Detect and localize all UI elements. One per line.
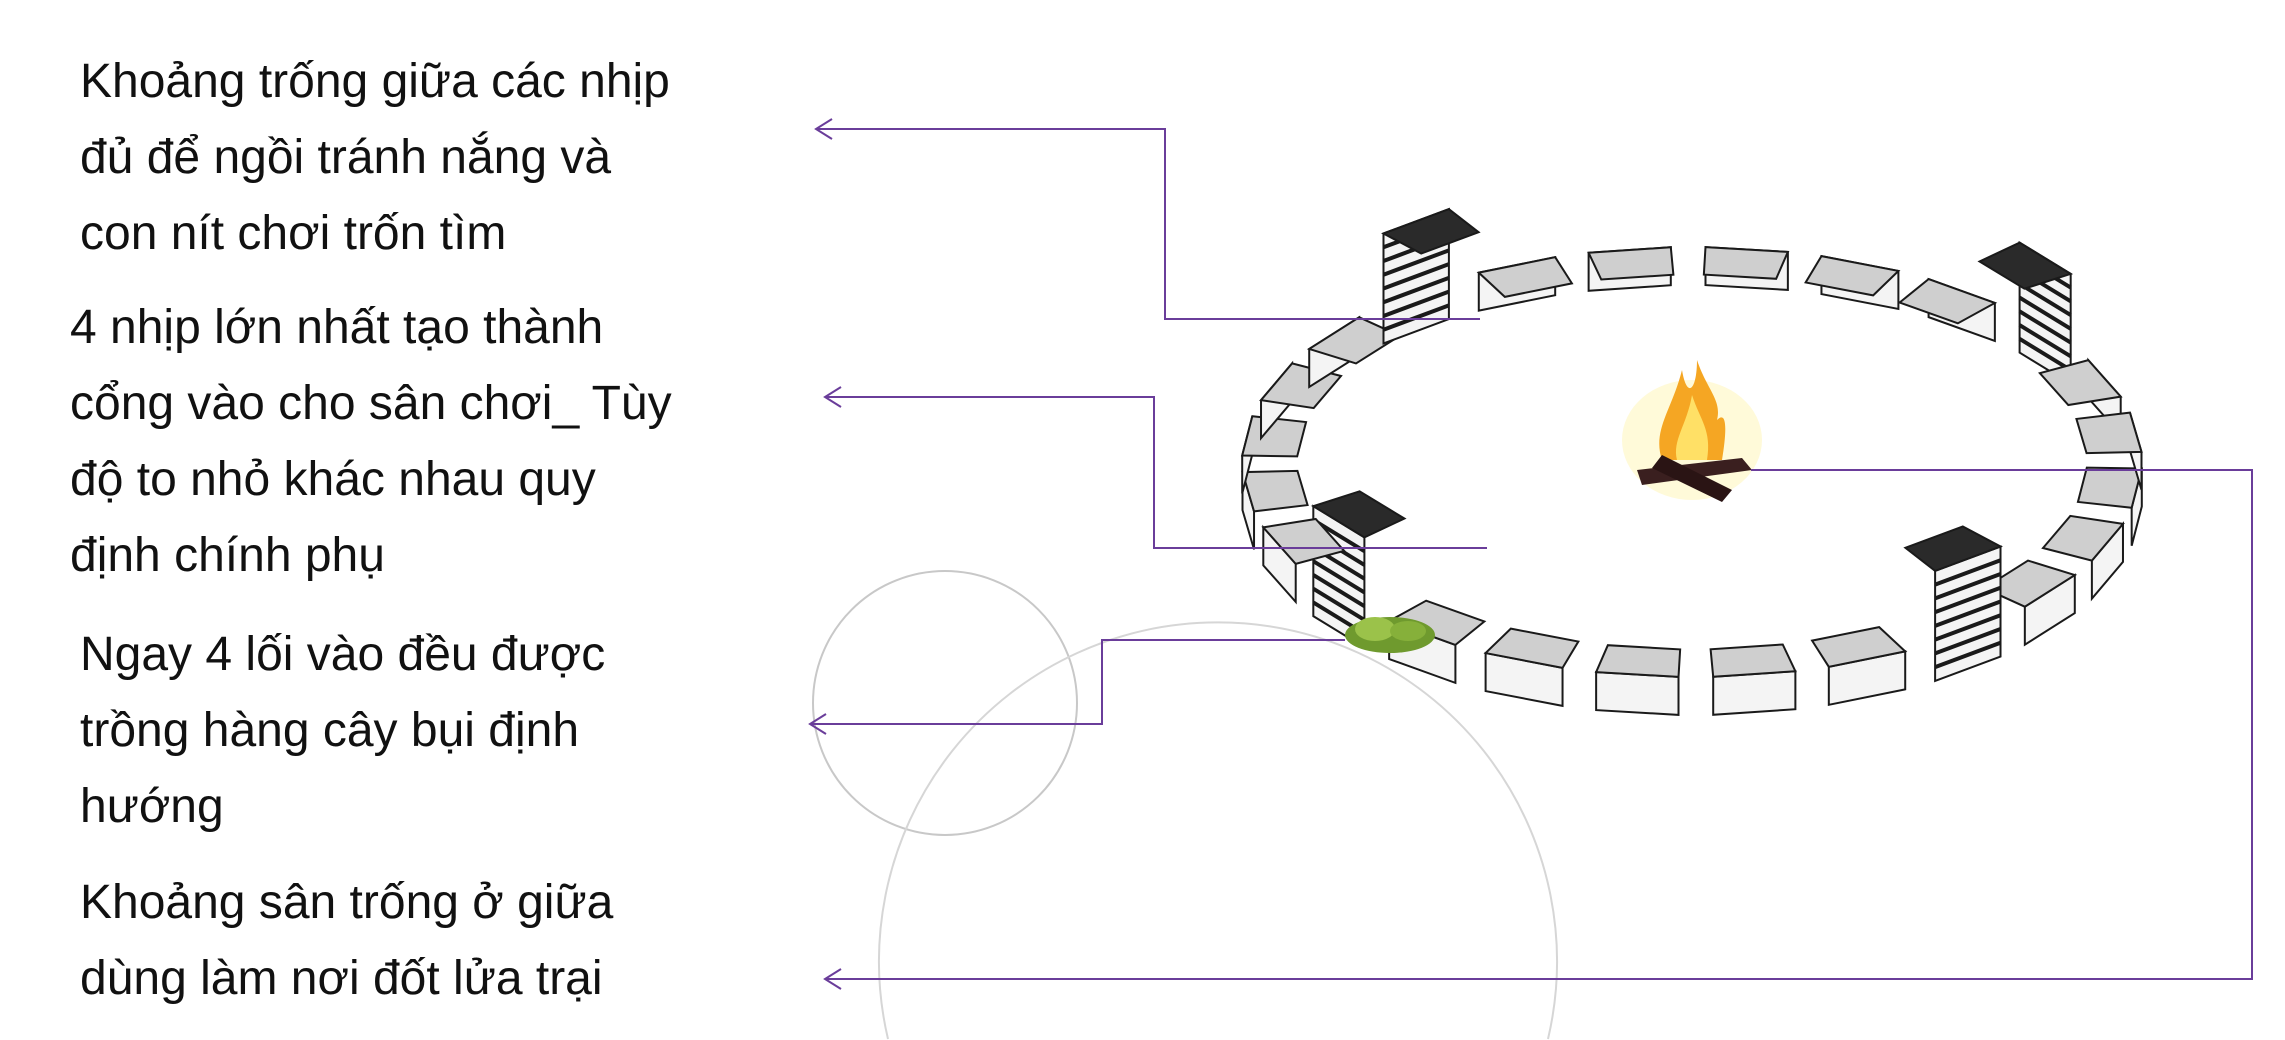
pergola-slat [1934,627,2002,656]
pergola-slat [2018,309,2072,345]
leader-lines [808,118,2253,990]
arrow-left-icon [823,968,842,990]
annotation-line: dùng làm nơi đốt lửa trại [80,952,603,1005]
annotation-line: Ngay 4 lối vào đều được [80,628,606,681]
pergola-gate-roof [1977,241,2074,290]
annotation-line: độ to nhỏ khác nhau quy [70,453,596,506]
bench-seat [1810,626,1908,668]
bench-seat [1702,246,1790,280]
pergola-gate-roof [1903,525,2003,573]
annotation-campfire-yard: Khoảng sân trống ở giữa dùng làm nơi đốt… [80,865,613,1017]
bench-side [1595,671,1680,716]
pergola-slat [2018,323,2072,359]
bench-seat [1709,643,1797,678]
campfire-icon [1622,360,1762,502]
leader-line-3 [810,639,1345,725]
circular-seating-structure [1240,207,2144,716]
bench-seat [1240,415,1308,458]
pergola-slat [1312,559,1366,595]
arrow-left-icon [814,118,833,140]
arrow-left-icon [808,713,827,735]
pergola-gate-roof [1381,207,1481,255]
annotation-line: Khoảng trống giữa các nhịp [80,55,670,108]
annotation-gates: 4 nhịp lớn nhất tạo thành cổng vào cho s… [70,290,672,594]
bench-seat [1897,277,1998,325]
leader-line-2 [825,396,1487,549]
leader-line-4 [825,469,2253,980]
annotation-shrubs: Ngay 4 lối vào đều được trồng hàng cây b… [80,617,605,845]
pergola-slat [1934,558,2002,587]
bench-seat [2041,514,2125,562]
decor-circle-small [812,570,1078,836]
bench-side [1712,670,1797,716]
shrub-icon [1345,617,1435,653]
bench-seat [1476,256,1574,298]
arrow-left-icon [823,386,842,408]
bench-seat [1483,627,1580,670]
bench-seat [1594,644,1682,678]
pergola-slat [1934,613,2002,642]
bench-seat [2038,359,2123,407]
pergola-slat [1382,262,1450,291]
pergola-slat [1934,640,2002,670]
bench-seat [2075,411,2143,455]
annotation-line: cổng vào cho sân chơi_ Tùy [70,377,672,430]
annotation-line: đủ để ngồi tránh nắng và [80,131,612,184]
annotation-gaps: Khoảng trống giữa các nhịp đủ để ngồi tr… [80,44,670,272]
annotation-line: hướng [80,780,224,833]
bench-seat [1261,517,1346,565]
annotation-line: định chính phụ [70,529,385,582]
pergola-slat [1312,573,1366,608]
annotation-line: Khoảng sân trống ở giữa [80,876,614,929]
annotation-line: trồng hàng cây bụi định [80,704,580,757]
annotation-line: 4 nhịp lớn nhất tạo thành [70,301,604,354]
leader-line-1 [816,128,1480,320]
bench-seat [1241,469,1309,513]
pergola-slat [2018,282,2072,317]
pergola-slat [1934,599,2002,628]
pergola-slat [2018,337,2072,372]
pergola-slat [1382,248,1450,277]
pergola-gate-roof [1310,490,1407,539]
pergola-slat [1382,303,1450,332]
annotation-line: con nít chơi trốn tìm [80,207,507,260]
pergola-slat [1934,585,2002,615]
pergola-slat [1382,275,1450,305]
pergola-slat [1382,289,1450,318]
decor-circle-large [878,621,1558,1040]
pergola-slat [2018,295,2072,331]
bench-seat [1804,254,1901,297]
bench-seat [1587,246,1675,281]
pergola-slat [1312,586,1366,622]
bench-seat [2076,466,2144,509]
pergola-slat [1934,572,2002,601]
